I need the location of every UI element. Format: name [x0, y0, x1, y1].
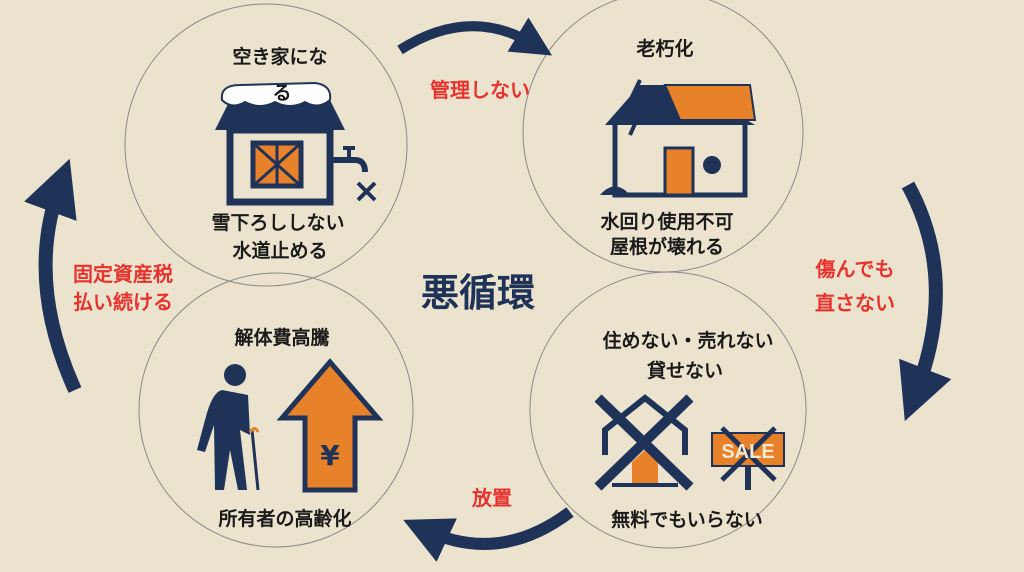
vacant-title-2: る [272, 82, 292, 104]
label-left-1: 固定資産税 [73, 262, 173, 286]
unusable-title-2: 貸せない [646, 360, 724, 382]
rising-cost-arrow-icon: ¥ [276, 358, 384, 493]
unusable-title-1: 住めない・売れない [602, 330, 774, 352]
arrow-right [899, 181, 952, 422]
broken-house-icon [600, 79, 757, 198]
decay-caption-1: 水回り使用不可 [600, 211, 734, 233]
crossed-house-icon [594, 394, 694, 491]
faucet-off-icon [333, 146, 377, 202]
vacant-caption-2: 水道止める [232, 240, 328, 262]
unusable-caption: 無料でもいらない [611, 509, 763, 531]
label-right-1: 傷んでも [815, 257, 895, 281]
snowy-house-icon [215, 81, 345, 206]
sale-sign-icon: SALE [711, 426, 785, 490]
vacant-caption-1: 雪下ろししない [211, 212, 345, 234]
label-left-2: 払い続ける [73, 290, 173, 314]
label-top: 管理しない [430, 78, 530, 102]
yen-symbol: ¥ [320, 439, 340, 472]
arrow-left [24, 158, 82, 393]
arrow-bottom [403, 507, 574, 562]
decay-caption-2: 屋根が壊れる [609, 236, 725, 258]
elderly-person-icon [197, 364, 260, 491]
circle-aging [138, 272, 414, 548]
sale-sign-text: SALE [721, 441, 774, 463]
arrow-top [397, 17, 553, 56]
circle-vacant [124, 3, 408, 287]
decay-title: 老朽化 [636, 38, 694, 60]
center-title: 悪循環 [420, 271, 536, 315]
aging-caption: 所有者の高齢化 [218, 508, 352, 530]
aging-title: 解体費高騰 [234, 327, 330, 349]
circle-unusable [529, 271, 807, 549]
vacant-title-1: 空き家にな [232, 46, 328, 68]
label-right-2: 直さない [815, 291, 895, 315]
sale-cross-mark [720, 426, 777, 482]
label-bottom: 放置 [472, 486, 512, 510]
